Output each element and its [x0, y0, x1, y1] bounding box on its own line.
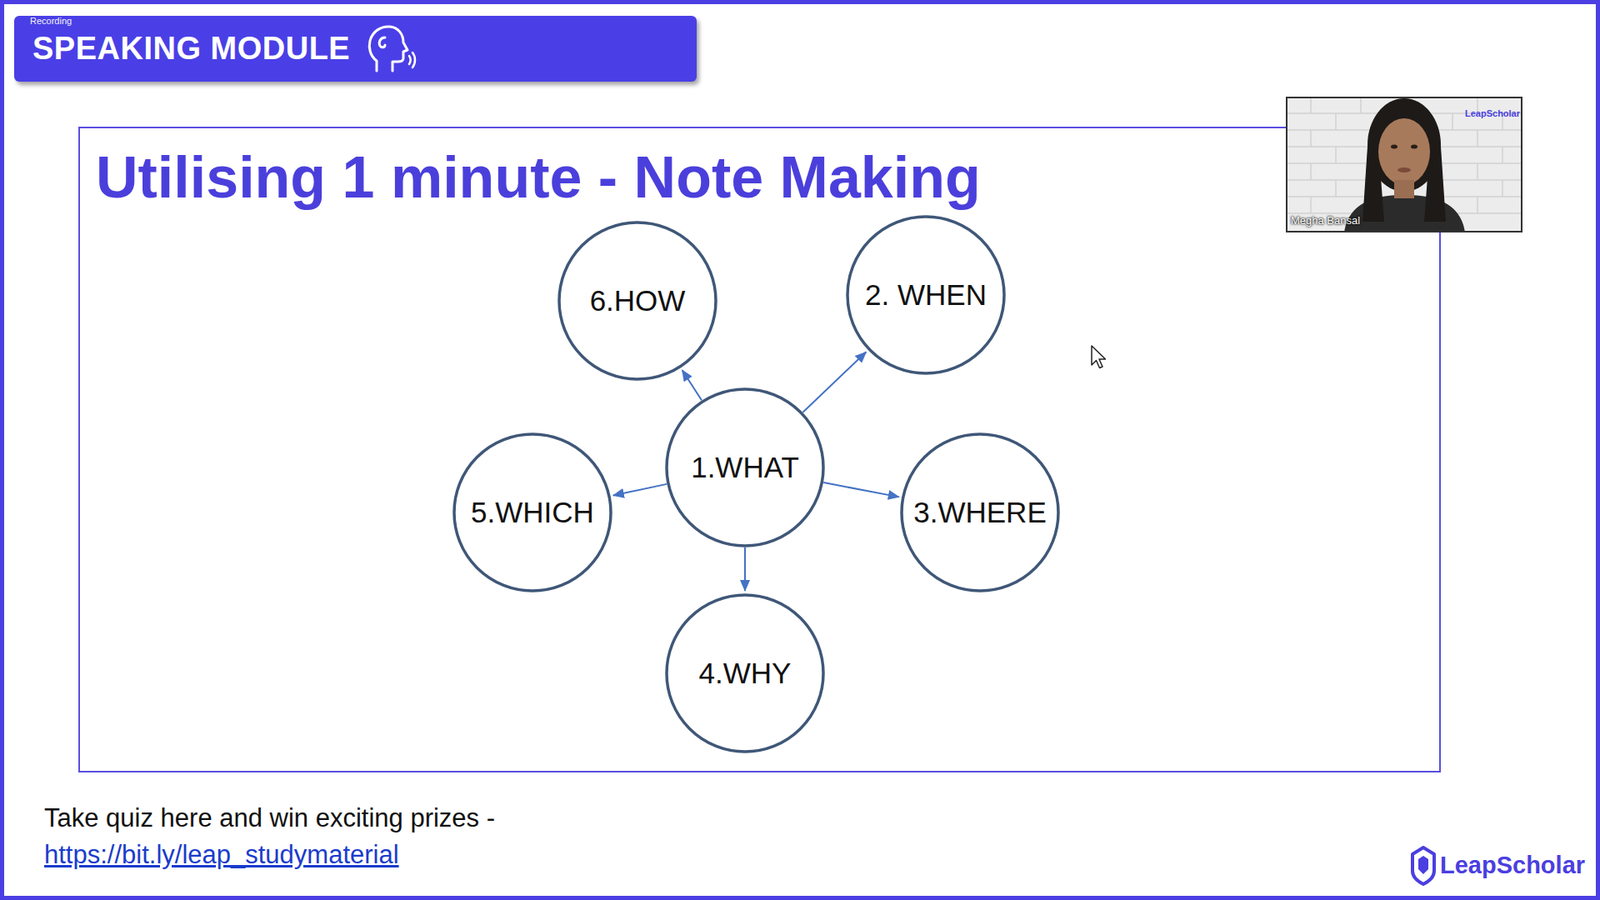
arrow-connector — [823, 482, 899, 497]
brand-logo-text: LeapScholar — [1440, 850, 1585, 880]
circle-shape — [847, 216, 1005, 374]
circle-label: 4.WHY — [699, 657, 792, 690]
circle-shape — [559, 222, 716, 380]
circle-label: 2. WHEN — [865, 279, 987, 312]
sound-wave — [412, 52, 415, 68]
question-circle: 3.WHERE — [900, 432, 1060, 593]
webcam-logo-text: LeapScholar — [1465, 108, 1520, 120]
speaking-head-icon — [365, 22, 417, 76]
recording-indicator: Recording — [30, 15, 72, 27]
circle-shape — [901, 434, 1059, 591]
question-circle: 2. WHEN — [845, 215, 1006, 375]
slide-title: Utilising 1 minute - Note Making — [95, 145, 981, 210]
presenter-name: Megha Bansal — [1290, 214, 1360, 228]
circle-label: 1.WHAT — [690, 451, 800, 485]
arrow-connector — [802, 351, 866, 412]
question-circle: 5.WHICH — [452, 432, 613, 593]
circle-label: 6.HOW — [590, 285, 686, 318]
module-banner: SPEAKING MODULE — [14, 15, 697, 82]
circle-label: 5.WHICH — [470, 496, 595, 530]
banner-title: SPEAKING MODULE — [32, 30, 350, 67]
head-outline — [369, 25, 408, 70]
circle-shape — [666, 595, 824, 752]
circle-label: 3.WHERE — [913, 496, 1046, 530]
circle-shape — [454, 434, 611, 591]
quiz-link: https://bit.ly/leap_studymaterial — [44, 839, 400, 870]
arrow-connector — [682, 370, 702, 400]
sound-wave — [409, 55, 411, 65]
logo-shield-icon — [1410, 844, 1437, 888]
quiz-note: Take quiz here and win exciting prizes - — [44, 802, 495, 834]
question-circle: 1.WHAT — [665, 387, 825, 548]
mouse-cursor — [1090, 344, 1109, 371]
question-circle: 4.WHY — [665, 593, 825, 754]
head-ear — [379, 37, 385, 48]
circle-shape — [666, 389, 824, 546]
arrow-connector — [744, 547, 746, 591]
arrow-connector — [613, 484, 667, 496]
question-circle: 6.HOW — [557, 220, 718, 381]
